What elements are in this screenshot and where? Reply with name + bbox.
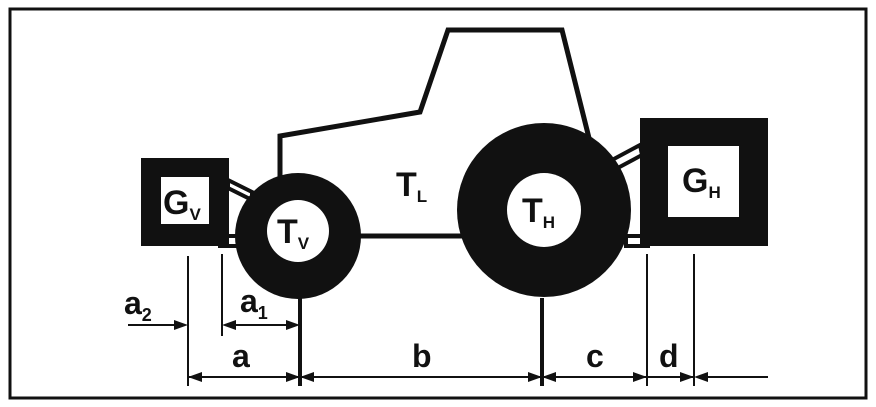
rear-wheel bbox=[457, 123, 631, 297]
label-front-weight: GV bbox=[163, 184, 201, 224]
label-a1-sub: 1 bbox=[258, 303, 268, 323]
front-ballast-weight bbox=[141, 158, 229, 246]
label-rear-wheel: TH bbox=[522, 192, 555, 232]
label-tractor-body: TL bbox=[396, 166, 427, 206]
label-c: c bbox=[586, 338, 604, 374]
label-rear-wheel-main: T bbox=[522, 192, 543, 230]
label-a2: a2 bbox=[124, 285, 152, 325]
label-rear-wheel-sub: H bbox=[543, 213, 555, 232]
label-a2-main: a bbox=[124, 285, 142, 321]
dimension-a1-arrow bbox=[222, 320, 300, 330]
label-rear-weight-sub: H bbox=[708, 183, 720, 202]
label-rear-weight: GH bbox=[682, 162, 721, 202]
label-a2-sub: 2 bbox=[142, 305, 152, 325]
front-wheel bbox=[235, 173, 361, 299]
label-a: a bbox=[232, 338, 250, 374]
dimension-a2-arrow bbox=[128, 320, 188, 330]
dimension-reference-lines bbox=[187, 254, 695, 386]
label-front-weight-main: G bbox=[163, 184, 189, 222]
label-rear-weight-main: G bbox=[682, 162, 708, 200]
label-b: b bbox=[412, 338, 432, 374]
dimension-baseline bbox=[188, 372, 768, 382]
rear-ballast-weight bbox=[640, 118, 768, 246]
label-a1: a1 bbox=[240, 283, 268, 323]
label-front-weight-sub: V bbox=[189, 205, 201, 224]
label-tractor-body-sub: L bbox=[417, 187, 427, 206]
label-front-wheel-sub: V bbox=[298, 234, 310, 253]
label-tractor-body-main: T bbox=[396, 166, 417, 204]
label-front-wheel-main: T bbox=[277, 213, 298, 251]
label-d: d bbox=[659, 338, 679, 374]
label-a1-main: a bbox=[240, 283, 258, 319]
label-front-wheel: TV bbox=[277, 213, 310, 253]
tractor-body-outline bbox=[277, 27, 593, 178]
